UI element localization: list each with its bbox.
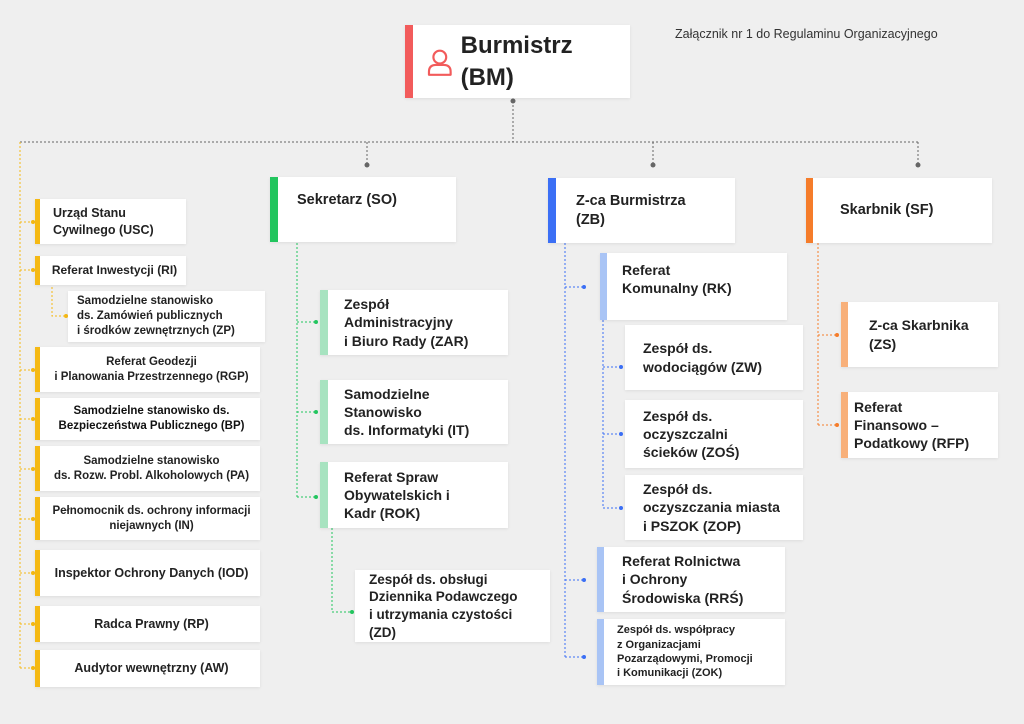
accent-bar	[320, 290, 328, 355]
box-rok: Referat Spraw Obywatelskich i Kadr (ROK)	[320, 462, 508, 528]
box-zca-burmistrza: Z-ca Burmistrza (ZB)	[548, 178, 735, 243]
unit-label: Inspektor Ochrony Danych (IOD)	[54, 565, 249, 580]
accent-bar	[841, 302, 848, 367]
box-aw: Audytor wewnętrzny (AW)	[35, 650, 260, 687]
box-zs: Z-ca Skarbnika (ZS)	[841, 302, 998, 367]
accent-bar	[270, 177, 278, 242]
box-rrs: Referat Rolnictwa i Ochrony Środowiska (…	[597, 547, 785, 612]
unit-label: Referat Rolnictwa i Ochrony Środowiska (…	[622, 553, 744, 606]
box-in: Pełnomocnik ds. ochrony informacji nieja…	[35, 497, 260, 540]
box-usc: Urząd Stanu Cywilnego (USC)	[35, 199, 186, 244]
unit-label: Zespół ds. oczyszczania miasta i PSZOK (…	[643, 481, 780, 534]
box-rk: Referat Komunalny (RK)	[600, 253, 787, 320]
box-pa: Samodzielne stanowisko ds. Rozw. Probl. …	[35, 446, 260, 491]
accent-bar	[405, 25, 413, 98]
accent-bar	[35, 606, 40, 642]
accent-bar	[35, 497, 40, 540]
unit-label: Urząd Stanu Cywilnego (USC)	[53, 206, 154, 237]
box-it: Samodzielne Stanowisko ds. Informatyki (…	[320, 380, 508, 444]
unit-label: Referat Finansowo – Podatkowy (RFP)	[854, 398, 970, 452]
box-zop: Zespół ds. oczyszczania miasta i PSZOK (…	[625, 475, 803, 540]
unit-label: Sekretarz (SO)	[297, 192, 397, 208]
box-zw: Zespół ds. wodociągów (ZW)	[625, 325, 803, 390]
accent-bar	[35, 256, 40, 285]
unit-label: Zespół ds. obsługi Dziennika Podawczego …	[369, 571, 518, 640]
box-zos: Zespół ds. oczyszczalni ścieków (ZOŚ)	[625, 400, 803, 468]
box-iod: Inspektor Ochrony Danych (IOD)	[35, 550, 260, 596]
burmistrz-label: Burmistrz (BM)	[460, 32, 573, 91]
accent-bar	[841, 392, 848, 458]
box-sekretarz: Sekretarz (SO)	[270, 177, 456, 242]
accent-bar	[35, 650, 40, 687]
unit-label: Z-ca Skarbnika (ZS)	[869, 317, 969, 352]
unit-label: Radca Prawny (RP)	[94, 616, 209, 631]
attachment-note: Załącznik nr 1 do Regulaminu Organizacyj…	[675, 27, 938, 41]
unit-label: Zespół ds. oczyszczalni ścieków (ZOŚ)	[643, 407, 740, 461]
box-skarbnik: Skarbnik (SF)	[806, 178, 992, 243]
accent-bar	[320, 462, 328, 528]
unit-label: Samodzielne Stanowisko ds. Informatyki (…	[344, 385, 470, 439]
unit-label: Samodzielne stanowisko ds. Bezpieczeństw…	[58, 405, 245, 432]
unit-label: Z-ca Burmistrza (ZB)	[576, 192, 686, 228]
accent-bar	[35, 398, 40, 440]
accent-bar	[320, 380, 328, 444]
unit-label: Referat Spraw Obywatelskich i Kadr (ROK)	[344, 468, 450, 522]
unit-label: Referat Inwestycji (RI)	[51, 262, 178, 277]
unit-label: Zespół ds. wodociągów (ZW)	[643, 340, 762, 375]
unit-label: Zespół Administracyjny i Biuro Rady (ZAR…	[344, 296, 469, 349]
accent-bar	[35, 550, 40, 596]
unit-label: Samodzielne stanowisko ds. Rozw. Probl. …	[53, 454, 250, 482]
box-bp: Samodzielne stanowisko ds. Bezpieczeństw…	[35, 398, 260, 440]
box-zp: Samodzielne stanowisko ds. Zamówień publ…	[68, 291, 265, 342]
unit-label: Zespół ds. współpracy z Organizacjami Po…	[617, 624, 753, 680]
accent-bar	[548, 178, 556, 243]
unit-label: Referat Geodezji i Planowania Przestrzen…	[54, 355, 249, 383]
accent-bar	[600, 253, 607, 320]
accent-bar	[35, 446, 40, 491]
box-burmistrz: Burmistrz (BM)	[405, 25, 630, 98]
box-rp: Radca Prawny (RP)	[35, 606, 260, 642]
accent-bar	[35, 199, 40, 244]
unit-label: Skarbnik (SF)	[840, 202, 934, 219]
accent-bar	[597, 547, 604, 612]
box-zd: Zespół ds. obsługi Dziennika Podawczego …	[355, 570, 550, 642]
unit-label: Referat Komunalny (RK)	[622, 262, 732, 297]
accent-bar	[597, 619, 604, 685]
box-zok: Zespół ds. współpracy z Organizacjami Po…	[597, 619, 785, 685]
accent-bar	[35, 347, 40, 392]
box-zar: Zespół Administracyjny i Biuro Rady (ZAR…	[320, 290, 508, 355]
box-rgp: Referat Geodezji i Planowania Przestrzen…	[35, 347, 260, 392]
box-ri: Referat Inwestycji (RI)	[35, 256, 186, 285]
unit-label: Pełnomocnik ds. ochrony informacji nieja…	[52, 504, 251, 532]
accent-bar	[806, 178, 813, 243]
unit-label: Audytor wewnętrzny (AW)	[74, 661, 229, 676]
box-rfp: Referat Finansowo – Podatkowy (RFP)	[841, 392, 998, 458]
person-icon	[427, 49, 452, 76]
unit-label: Samodzielne stanowisko ds. Zamówień publ…	[77, 295, 235, 337]
